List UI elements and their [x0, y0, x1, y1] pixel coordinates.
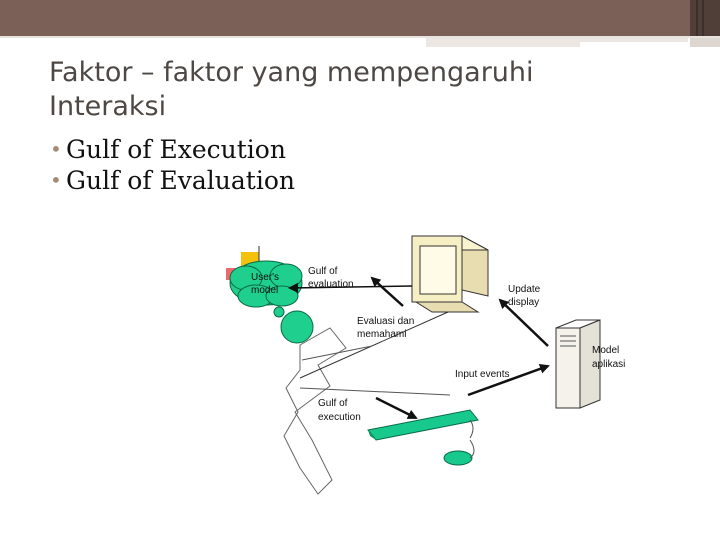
- header-stripe: [0, 36, 720, 38]
- tower-icon: [555, 319, 601, 409]
- header-bar-accent: [690, 0, 720, 36]
- keyboard-icon: [367, 409, 479, 441]
- monitor-icon: [411, 235, 489, 313]
- mouse-icon: [443, 419, 475, 466]
- users-model-cloud: User's model: [229, 260, 303, 308]
- update-display-label: display: [508, 297, 539, 308]
- thought-bubbles: [273, 306, 314, 344]
- interaction-diagram: User's model: [226, 235, 625, 495]
- slide-title: Faktor – faktor yang mempengaruhi Intera…: [49, 57, 534, 122]
- flow-arrows: [288, 276, 550, 420]
- evaluasi-label: Evaluasi dan: [357, 316, 414, 327]
- header-divider: [702, 0, 704, 36]
- input-events-label: Input events: [455, 369, 509, 380]
- bullet-text: Gulf of Execution: [66, 135, 286, 164]
- model-aplikasi-label: Model: [592, 345, 619, 356]
- bullet-item: • Gulf of Evaluation: [50, 165, 295, 196]
- update-display-label: Update: [508, 284, 541, 295]
- users-model-label: model: [251, 285, 278, 296]
- bullet-dot-icon: •: [50, 168, 62, 192]
- header-divider: [696, 0, 698, 36]
- gulf-execution-label: execution: [318, 412, 361, 423]
- users-model-label: User's: [251, 272, 279, 283]
- gulf-evaluation-label: evaluation: [308, 279, 354, 290]
- header-stripe: [426, 38, 580, 47]
- bullet-text: Gulf of Evaluation: [66, 166, 295, 195]
- model-aplikasi-label: aplikasi: [592, 359, 625, 370]
- bullet-list: • Gulf of Execution • Gulf of Evaluation: [50, 134, 295, 196]
- user-figure: [283, 327, 347, 495]
- header-bar: [0, 0, 720, 36]
- gulf-execution-label: Gulf of: [318, 398, 348, 409]
- evaluasi-label: memahami: [357, 329, 406, 340]
- gulf-evaluation-label: Gulf of: [308, 266, 338, 277]
- bullet-item: • Gulf of Execution: [50, 134, 295, 165]
- bullet-dot-icon: •: [50, 137, 62, 161]
- header-stripe: [580, 38, 688, 42]
- header-stripe: [690, 38, 720, 47]
